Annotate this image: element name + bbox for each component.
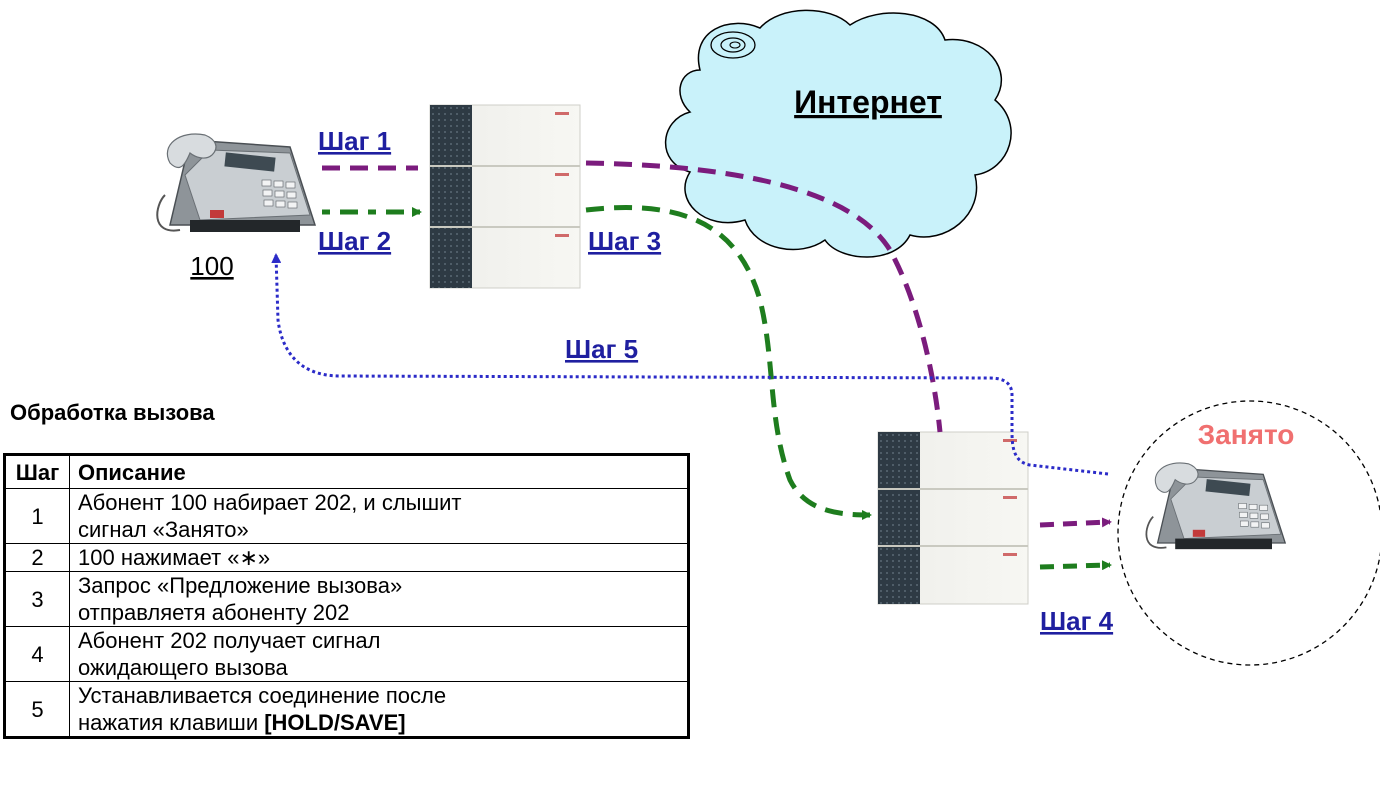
row-description: Запрос «Предложение вызова» отправляетя … <box>69 571 689 627</box>
call-processing-table: Шаг Описание 1 Абонент 100 набирает 202,… <box>3 453 690 739</box>
step1-label: Шаг 1 <box>318 126 391 156</box>
hold-save-key-label: [HOLD/SAVE] <box>264 710 406 735</box>
busy-circle <box>1117 400 1380 666</box>
step3-label: Шаг 3 <box>588 226 661 256</box>
internet-cloud: Интернет <box>664 9 1012 258</box>
row-description-line: 100 нажимает «∗» <box>78 545 271 570</box>
extension-label: 100 <box>190 251 233 281</box>
row-step-number: 4 <box>4 626 70 682</box>
table-row: 2 100 нажимает «∗» <box>4 543 689 572</box>
row-description-line: отправляетя абоненту 202 <box>78 600 350 625</box>
row-description-line: Абонент 100 набирает 202, и слышит <box>78 490 462 515</box>
table-title: Обработка вызова <box>10 400 215 425</box>
row-description: 100 нажимает «∗» <box>69 543 689 572</box>
table-header-row: Шаг Описание <box>4 454 689 489</box>
row-description-line: ожидающего вызова <box>78 655 288 680</box>
row-description-line: сигнал «Занято» <box>78 517 249 542</box>
step5-label: Шаг 5 <box>565 334 638 364</box>
row-description: Устанавливается соединение после нажатия… <box>69 681 689 738</box>
pbx-icon-remote <box>877 431 1029 605</box>
step4-arrow-green <box>1039 560 1112 571</box>
table-row: 3 Запрос «Предложение вызова» отправляет… <box>4 571 689 627</box>
row-description-text: нажатия клавиши <box>78 710 265 735</box>
row-step-number: 5 <box>4 681 70 738</box>
header-description: Описание <box>69 454 689 489</box>
row-step-number: 3 <box>4 571 70 627</box>
row-description-line: нажатия клавиши [HOLD/SAVE] <box>78 709 679 736</box>
table-row: 1 Абонент 100 набирает 202, и слышит сиг… <box>4 488 689 544</box>
row-description-line: Устанавливается соединение после <box>78 683 447 708</box>
row-description: Абонент 202 получает сигнал ожидающего в… <box>69 626 689 682</box>
step4-label: Шаг 4 <box>1040 606 1114 636</box>
row-description-line: Абонент 202 получает сигнал <box>78 628 381 653</box>
step1-path-via-internet <box>585 160 943 433</box>
table-row: 5 Устанавливается соединение после нажат… <box>4 681 689 738</box>
row-description: Абонент 100 набирает 202, и слышит сигна… <box>69 488 689 544</box>
row-description-line: Запрос «Предложение вызова» <box>78 573 403 598</box>
step2-label: Шаг 2 <box>318 226 391 256</box>
row-step-number: 2 <box>4 543 70 572</box>
pbx-icon <box>429 104 581 289</box>
header-step: Шаг <box>4 454 70 489</box>
step4-arrow-purple <box>1039 517 1112 528</box>
internet-label: Интернет <box>794 84 942 120</box>
table-row: 4 Абонент 202 получает сигнал ожидающего… <box>4 626 689 682</box>
step5-arrow <box>271 253 1109 476</box>
step3-arrow <box>585 205 872 520</box>
phone-icon <box>156 133 317 232</box>
row-step-number: 1 <box>4 488 70 544</box>
busy-label: Занято <box>1198 419 1295 450</box>
phone-icon-remote <box>1145 462 1287 550</box>
